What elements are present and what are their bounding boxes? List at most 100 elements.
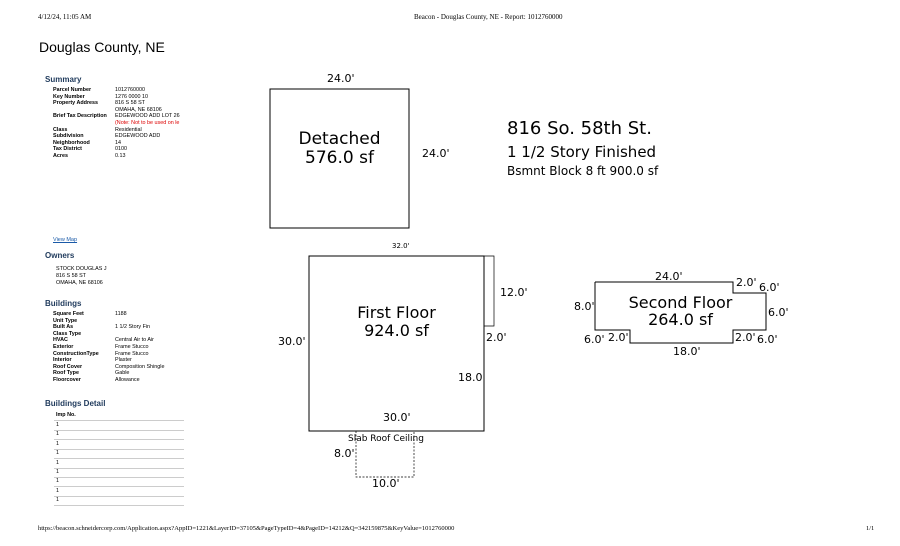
table-row: 1 [54,477,184,488]
slab-side-dim: 8.0' [334,447,355,460]
second-floor-label: Second Floor 264.0 sf [595,294,766,328]
first-floor-area: 924.0 sf [364,321,429,340]
buildings-row-value: 1 1/2 Story Fin [115,324,151,331]
summary-row-value: EDGEWOOD ADD [115,133,161,140]
summary-row: (Note: Not to be used on le [53,120,193,127]
summary-row: Subdivision EDGEWOOD ADD [53,133,193,140]
second-br-w-dim: 2.0' [735,331,756,344]
summary-row: Class Residential [53,127,193,134]
detached-right-dim: 24.0' [422,147,450,160]
imp-no-cell: 1 [56,487,59,494]
buildings-row-key: Floorcover [53,377,81,383]
second-bl-w-dim: 2.0' [608,331,629,344]
table-row: 1 [54,468,184,478]
table-row: 1 [54,459,184,469]
buildings-row: Floorcover Allowance [53,377,193,384]
buildings-row-key: Square Feet [53,311,84,317]
buildings-row: ConstructionType Frame Stucco [53,351,193,358]
summary-row-key: Class [53,126,68,133]
owners-heading: Owners [45,251,75,260]
summary-row-value: 1276 0000 10 [115,93,148,100]
summary-row-value: 14 [115,139,121,146]
first-floor-label: First Floor 924.0 sf [309,304,484,340]
second-floor-area: 264.0 sf [648,310,713,329]
buildings-row: Square Feet 1188 [53,311,193,318]
buildings-row-value: Allowance [115,377,140,383]
first-right-upper-dim: 12.0' [500,286,528,299]
imp-no-cell: 1 [56,450,59,457]
summary-row-value: OMAHA, NE 68106 [115,106,162,113]
imp-no-column: Imp No. [56,412,76,418]
second-tr-notch-h-dim: 6.0' [759,281,780,294]
buildings-row-key: Class Type [53,330,82,337]
detached-area: 576.0 sf [305,148,374,168]
county-title: Douglas County, NE [39,39,165,55]
imp-no-cell: 1 [56,459,59,466]
summary-row-value: (Note: Not to be used on le [115,120,180,126]
buildings-row-value: Frame Stucco [115,350,149,357]
buildings-row-key: ConstructionType [53,350,99,357]
imp-no-cell: 1 [56,469,59,475]
summary-row-value: Residential [115,126,142,133]
second-right-dim: 6.0' [768,306,789,319]
buildings-row-value: Plaster [115,357,132,364]
print-title: Beacon - Douglas County, NE - Report: 10… [414,13,563,21]
second-left-dim: 8.0' [574,300,595,313]
buildings-row-value: Gable [115,370,130,377]
second-bottom-dim: 18.0' [673,345,701,358]
first-right-lower-dim: 18.0' [458,371,486,384]
imp-no-cell: 1 [56,440,59,447]
buildings-row-key: Unit Type [53,317,78,324]
summary-row-key: Key Number [53,93,85,100]
detached-outline [269,88,410,229]
second-br-h-dim: 6.0' [757,333,778,346]
summary-row: Acres 0.13 [53,153,193,160]
sketch-address: 816 So. 58th St. [507,118,652,139]
buildings-row-key: HVAC [53,337,68,344]
summary-heading: Summary [45,75,82,84]
buildings-row-key: Built As [53,324,74,331]
summary-row-key: Subdivision [53,133,84,140]
sketch-basement: Bsmnt Block 8 ft 900.0 sf [507,164,659,178]
second-tr-notch-w-dim: 2.0' [736,276,757,289]
table-row: 1 [54,440,184,450]
summary-row-value: 0100 [115,146,127,153]
first-notch-dim: 2.0' [486,331,507,344]
slab-bottom-dim: 10.0' [372,477,400,490]
imp-no-cell: 1 [56,497,59,504]
summary-row-key: Property Address [53,100,99,107]
second-floor-outline [594,281,767,344]
imp-no-cell: 1 [56,478,59,485]
print-datetime: 4/12/24, 11:05 AM [38,13,92,21]
summary-row-key: Parcel Number [53,87,92,93]
view-map-link[interactable]: View Map [53,237,78,243]
page-number: 1/1 [866,525,875,532]
buildings-row-value: 1188 [115,311,127,317]
summary-row-value: 0.13 [115,153,126,159]
slab-label: Slab Roof Ceiling [348,434,424,444]
buildings-row-key: Roof Cover [53,363,83,370]
summary-row-value: EDGEWOOD ADD LOT 26 [115,113,180,120]
owner-city: OMAHA, NE 68106 [56,280,103,286]
imp-no-cell: 1 [56,431,59,438]
table-row: 1 [54,449,184,460]
buildings-row-key: Roof Type [53,370,79,377]
detached-label: Detached 576.0 sf [270,130,409,168]
first-floor-outline [308,255,485,432]
buildings-row-value: Frame Stucco [115,344,149,350]
buildings-row-value: Central Air to Air [115,337,154,344]
summary-row-key: Acres [53,153,68,159]
detached-top-dim: 24.0' [327,72,355,85]
first-top-dim: 32.0' [392,242,410,250]
owner-address: 816 S 58 ST [56,273,86,279]
second-top-dim: 24.0' [655,270,683,283]
